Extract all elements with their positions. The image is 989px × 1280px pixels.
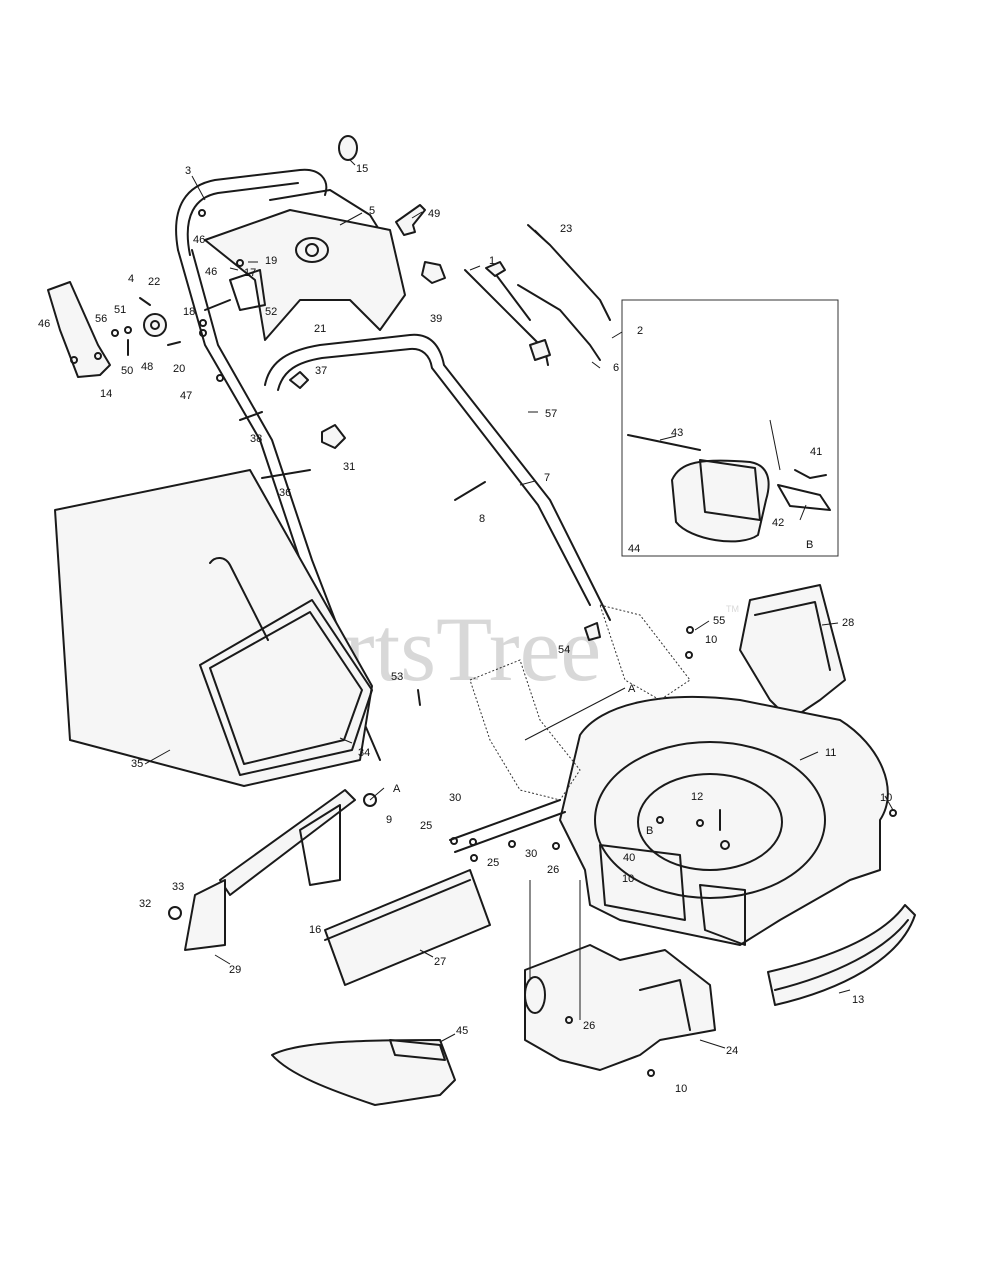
callout-28: 28 bbox=[842, 617, 854, 629]
callout-b-deck: B bbox=[646, 825, 653, 837]
rear-axle-part bbox=[449, 799, 566, 853]
mower-deck-part bbox=[559, 695, 889, 946]
small-hardware bbox=[111, 209, 311, 479]
rear-flap-part bbox=[184, 789, 356, 951]
callout-22: 22 bbox=[148, 276, 160, 288]
callout-27: 27 bbox=[434, 956, 446, 968]
callout-50: 50 bbox=[121, 365, 133, 377]
callout-57: 57 bbox=[545, 408, 557, 420]
handle-knobs bbox=[289, 371, 346, 449]
callout-20: 20 bbox=[173, 363, 185, 375]
callout-15: 15 bbox=[356, 163, 368, 175]
callout-14: 14 bbox=[100, 388, 112, 400]
callout-10-b: 10 bbox=[880, 792, 892, 804]
knob-part bbox=[143, 313, 167, 337]
callout-26-a: 26 bbox=[547, 864, 559, 876]
callout-54: 54 bbox=[558, 644, 570, 656]
callout-9: 9 bbox=[386, 814, 392, 826]
callout-19: 19 bbox=[265, 255, 277, 267]
mulch-baffle-part bbox=[271, 1039, 456, 1106]
callout-10-a: 10 bbox=[705, 634, 717, 646]
callout-24: 24 bbox=[726, 1045, 738, 1057]
rear-shield-part bbox=[324, 869, 491, 986]
callout-30-a: 30 bbox=[449, 792, 461, 804]
bail-lever-part bbox=[395, 204, 426, 236]
callout-17: 17 bbox=[244, 267, 256, 279]
callout-26-b: 26 bbox=[583, 1020, 595, 1032]
callout-8: 8 bbox=[479, 513, 485, 525]
callout-a-top: A bbox=[628, 683, 636, 695]
control-cables bbox=[464, 224, 611, 366]
callout-43: 43 bbox=[671, 427, 683, 439]
callout-10-c: 10 bbox=[622, 873, 634, 885]
side-skirt-part bbox=[767, 904, 916, 1006]
callout-23: 23 bbox=[560, 223, 572, 235]
watermark-trademark: TM bbox=[726, 604, 739, 614]
callout-7: 7 bbox=[544, 472, 550, 484]
callout-6: 6 bbox=[613, 362, 619, 374]
callout-39: 39 bbox=[430, 313, 442, 325]
grass-bag-part bbox=[54, 469, 373, 787]
callout-16: 16 bbox=[309, 924, 321, 936]
callout-32: 32 bbox=[139, 898, 151, 910]
inset-box bbox=[621, 299, 839, 557]
callout-38: 38 bbox=[250, 433, 262, 445]
callout-35: 35 bbox=[131, 758, 143, 770]
callout-4: 4 bbox=[128, 273, 134, 285]
callout-44: 44 bbox=[628, 543, 640, 555]
callout-25-a: 25 bbox=[420, 820, 432, 832]
callout-34: 34 bbox=[358, 747, 370, 759]
height-adjuster-part bbox=[524, 944, 716, 1071]
callout-31: 31 bbox=[343, 461, 355, 473]
callout-33: 33 bbox=[172, 881, 184, 893]
shift-knob-part bbox=[485, 261, 531, 321]
callout-48: 48 bbox=[141, 361, 153, 373]
pin-part bbox=[454, 481, 486, 501]
callout-46-c: 46 bbox=[38, 318, 50, 330]
callout-42: 42 bbox=[772, 517, 784, 529]
callout-53: 53 bbox=[391, 671, 403, 683]
callout-11: 11 bbox=[825, 747, 836, 759]
callout-56: 56 bbox=[95, 313, 107, 325]
callout-47: 47 bbox=[180, 390, 192, 402]
callout-b-inset: B bbox=[806, 539, 813, 551]
callout-29: 29 bbox=[229, 964, 241, 976]
callout-1: 1 bbox=[489, 255, 495, 267]
callout-40: 40 bbox=[623, 852, 635, 864]
callout-13: 13 bbox=[852, 994, 864, 1006]
callout-37: 37 bbox=[315, 365, 327, 377]
callout-41: 41 bbox=[810, 446, 822, 458]
hidden-bracket-outline bbox=[469, 604, 691, 801]
callout-21: 21 bbox=[314, 323, 326, 335]
callout-25-b: 25 bbox=[487, 857, 499, 869]
console-panel-part bbox=[204, 209, 406, 341]
side-bracket-part bbox=[47, 281, 111, 378]
deck-hardware bbox=[168, 622, 897, 1077]
callout-46-a: 46 bbox=[193, 234, 205, 246]
callout-3: 3 bbox=[185, 165, 191, 177]
callout-leaders bbox=[144, 159, 894, 1049]
callout-18: 18 bbox=[183, 306, 195, 318]
discharge-chute-part bbox=[739, 584, 846, 721]
callout-46-b: 46 bbox=[205, 266, 217, 278]
callout-49: 49 bbox=[428, 208, 440, 220]
callout-10-d: 10 bbox=[675, 1083, 687, 1095]
callout-55: 55 bbox=[713, 615, 725, 627]
callout-12: 12 bbox=[691, 791, 703, 803]
lower-handle-part bbox=[264, 261, 611, 621]
callout-labels: 15 3 5 49 46 19 46 17 4 22 46 56 51 18 5… bbox=[38, 163, 892, 1095]
callout-51: 51 bbox=[114, 304, 126, 316]
callout-52: 52 bbox=[265, 306, 277, 318]
grip-cap-part bbox=[338, 135, 358, 161]
callout-5: 5 bbox=[369, 205, 375, 217]
callout-45: 45 bbox=[456, 1025, 468, 1037]
callout-30-b: 30 bbox=[525, 848, 537, 860]
callout-36: 36 bbox=[279, 487, 291, 499]
callout-2: 2 bbox=[637, 325, 643, 337]
callout-a-bottom: A bbox=[393, 783, 401, 795]
bag-frame-part bbox=[199, 557, 373, 776]
